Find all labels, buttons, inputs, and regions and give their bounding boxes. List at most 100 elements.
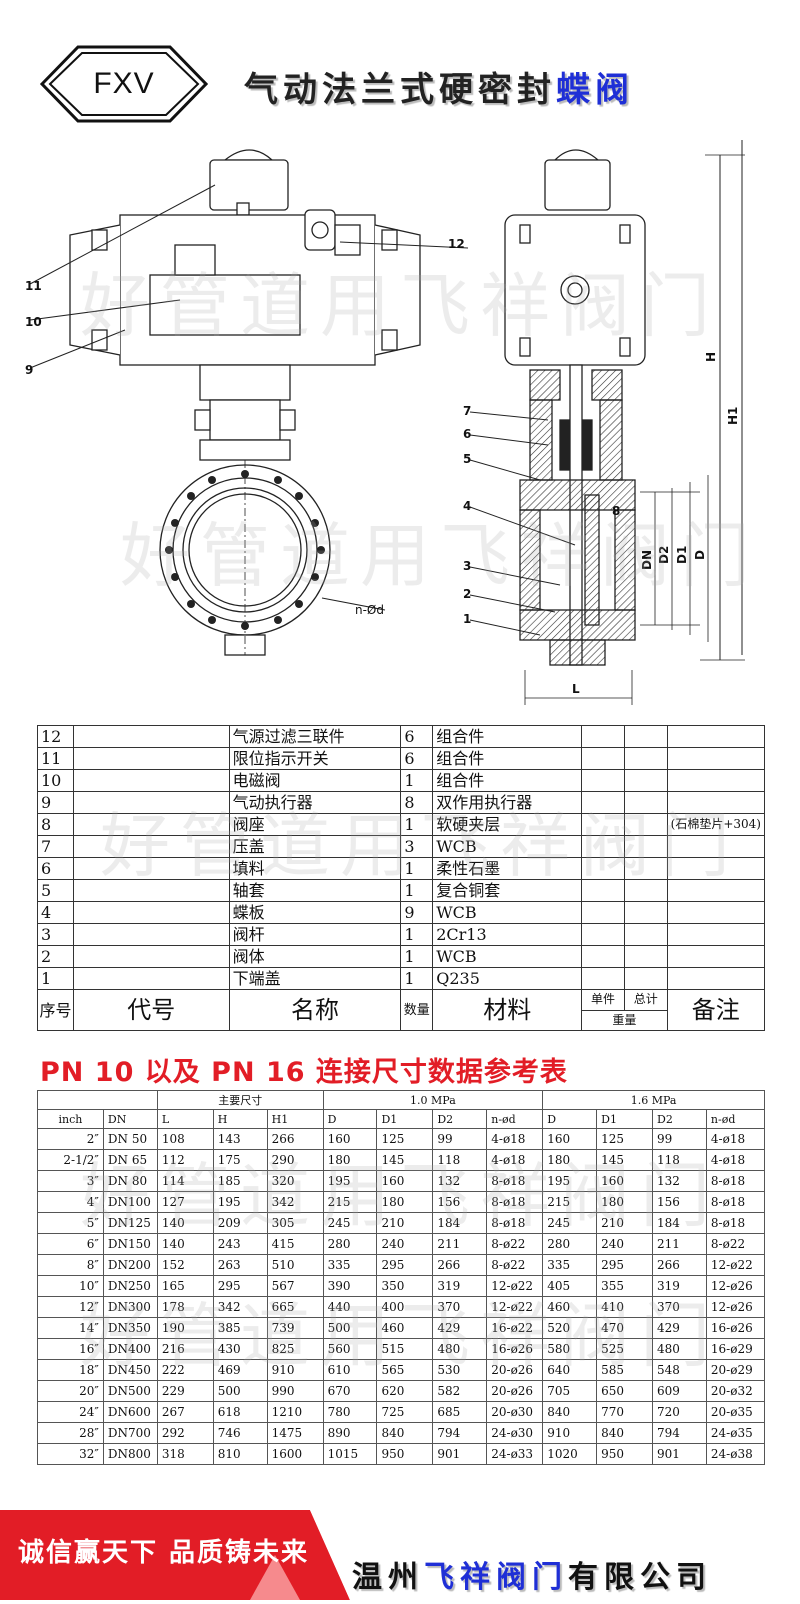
part-name: 压盖	[228, 835, 402, 858]
dimension-cell: 548	[652, 1359, 707, 1381]
dimension-cell: 429	[652, 1317, 707, 1339]
dimension-cell: 209	[212, 1212, 268, 1234]
dimension-cell: 640	[542, 1359, 598, 1381]
column-header: D2	[652, 1109, 707, 1129]
dim-d1: D1	[675, 546, 689, 564]
dimension-cell: 118	[652, 1149, 707, 1171]
part-name: 阀杆	[228, 923, 402, 946]
dims-title: PN 10 以及 PN 16 连接尺寸数据参考表	[40, 1057, 568, 1088]
part-material: 组合件	[432, 725, 583, 748]
dimension-cell: 720	[652, 1401, 707, 1423]
dimension-cell: 670	[322, 1380, 378, 1402]
dimension-cell: 195	[322, 1170, 378, 1192]
dimension-cell: 20″	[37, 1380, 104, 1402]
part-weight-total	[623, 791, 668, 814]
callout-9: 9	[25, 363, 33, 377]
dimension-cell: 184	[432, 1212, 488, 1234]
dimension-cell: 746	[212, 1422, 268, 1444]
group-1-6mpa: 1.6 MPa	[542, 1090, 765, 1110]
page-title: 气动法兰式硬密封蝶阀	[244, 62, 634, 111]
company-name: 温州飞祥阀门有限公司	[352, 1552, 712, 1596]
dimension-cell: 685	[432, 1401, 488, 1423]
dimension-cell: 118	[432, 1149, 488, 1171]
part-no: 5	[37, 879, 74, 902]
logo-text: FXV	[93, 67, 155, 100]
part-code	[72, 747, 230, 770]
part-name: 轴套	[228, 879, 402, 902]
part-name: 阀体	[228, 945, 402, 968]
dimension-cell: 8-ø18	[705, 1212, 766, 1234]
dimension-cell: 229	[156, 1380, 214, 1402]
dimension-cell: 12-ø26	[705, 1275, 766, 1297]
head-blank	[37, 1090, 158, 1110]
dimension-cell: 295	[596, 1254, 654, 1276]
dimension-cell: 156	[432, 1191, 488, 1213]
dimension-cell: DN400	[102, 1338, 158, 1360]
dimension-cell: 370	[652, 1296, 707, 1318]
part-no: 12	[37, 725, 74, 748]
dimension-cell: 609	[652, 1380, 707, 1402]
dimension-cell: 20-ø30	[486, 1401, 544, 1423]
column-header: n-ød	[486, 1109, 544, 1129]
dimension-cell: 112	[156, 1149, 214, 1171]
part-name: 气源过滤三联件	[228, 725, 402, 748]
dimension-cell: 530	[432, 1359, 488, 1381]
dimension-cell: 125	[376, 1128, 434, 1150]
dimension-cell: 211	[432, 1233, 488, 1255]
dimension-cell: 20-ø32	[705, 1380, 766, 1402]
dimension-cell: 725	[376, 1401, 434, 1423]
part-qty: 8	[400, 791, 434, 814]
dimension-cell: 8″	[37, 1254, 104, 1276]
dimension-cell: 2-1/2″	[37, 1149, 104, 1171]
part-note	[666, 923, 766, 946]
part-no: 3	[37, 923, 74, 946]
part-weight-unit	[581, 725, 625, 748]
dimension-cell: DN150	[102, 1233, 158, 1255]
dimension-cell: 480	[432, 1338, 488, 1360]
part-name: 蝶板	[228, 901, 402, 924]
dimension-cell: 385	[212, 1317, 268, 1339]
fxv-logo-icon	[40, 45, 208, 123]
dimension-cell: DN 65	[102, 1149, 158, 1171]
part-code	[72, 835, 230, 858]
dim-l: L	[572, 682, 580, 696]
dimension-cell: 280	[542, 1233, 598, 1255]
dimension-cell: 618	[212, 1401, 268, 1423]
part-name: 阀座	[228, 813, 402, 836]
column-header: n-ød	[705, 1109, 766, 1129]
part-no: 7	[37, 835, 74, 858]
dimension-cell: 4-ø18	[486, 1128, 544, 1150]
part-name: 电磁阀	[228, 769, 402, 792]
dimension-cell: 24-ø35	[705, 1422, 766, 1444]
dim-h: H	[704, 352, 718, 362]
part-material: WCB	[432, 945, 583, 968]
part-weight-unit	[581, 835, 625, 858]
dimension-cell: 24-ø38	[705, 1443, 766, 1465]
dimension-cell: 910	[542, 1422, 598, 1444]
dimension-cell: 143	[212, 1128, 268, 1150]
dimension-cell: 295	[212, 1275, 268, 1297]
header-weight: 重量	[581, 1009, 668, 1031]
part-weight-total	[623, 923, 668, 946]
dimension-cell: 195	[212, 1191, 268, 1213]
part-weight-unit	[581, 967, 625, 990]
dimension-cell: 99	[432, 1128, 488, 1150]
company-brand: 飞祥阀门	[424, 1560, 568, 1595]
company-suffix: 有限公司	[568, 1560, 712, 1595]
dimension-cell: 780	[322, 1401, 378, 1423]
part-note	[666, 857, 766, 880]
dimension-cell: 211	[652, 1233, 707, 1255]
dimension-cell: 185	[212, 1170, 268, 1192]
part-weight-total	[623, 901, 668, 924]
footer	[0, 1510, 800, 1600]
part-name: 下端盖	[228, 967, 402, 990]
dimension-cell: 263	[212, 1254, 268, 1276]
part-material: 复合铜套	[432, 879, 583, 902]
column-header: DN	[102, 1109, 158, 1129]
dimension-cell: 16″	[37, 1338, 104, 1360]
dimension-cell: 16-ø26	[486, 1338, 544, 1360]
